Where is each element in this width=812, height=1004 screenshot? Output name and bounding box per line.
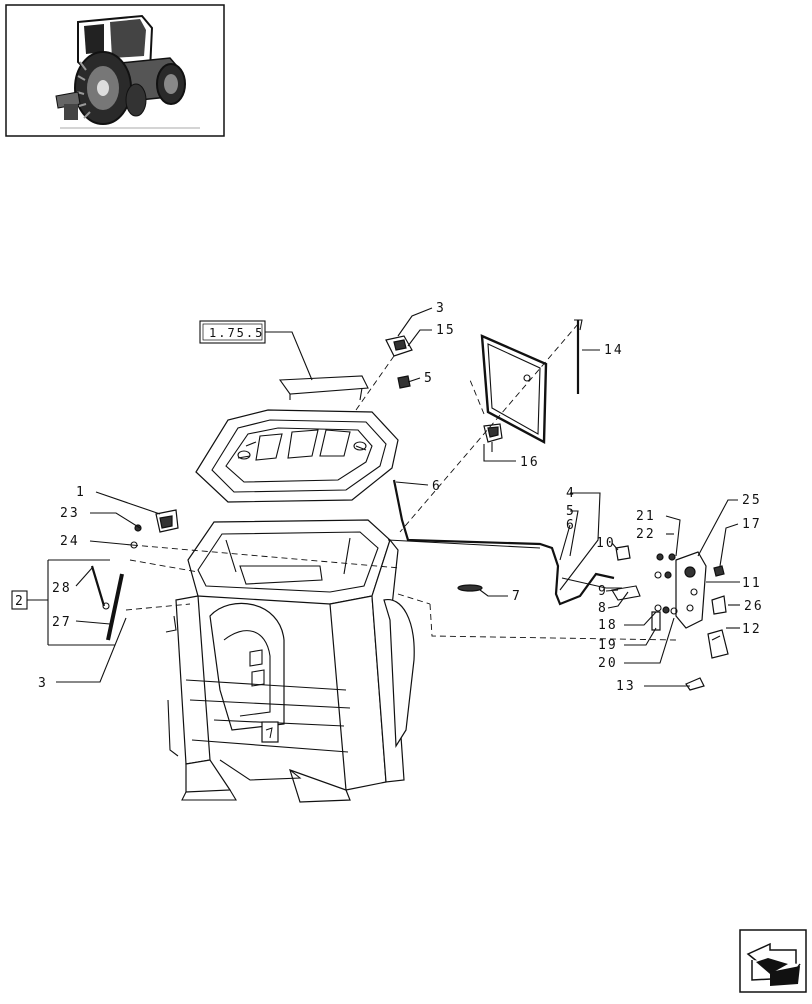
callout-16: 16 — [520, 455, 540, 470]
callout-11: 11 — [742, 576, 762, 591]
callout-14: 14 — [604, 343, 624, 358]
callout-28: 28 — [52, 581, 72, 596]
callout-20: 20 — [598, 656, 618, 671]
callout-3-lower: 3 — [38, 676, 48, 691]
roof-hatch — [278, 375, 369, 401]
next-page-arrow-icon[interactable] — [739, 929, 807, 993]
callout-3-upper: 3 — [436, 301, 446, 316]
callout-21: 21 — [636, 509, 656, 524]
reference-box[interactable]: 1.75.5 — [199, 320, 266, 344]
callout-9: 9 — [598, 584, 608, 599]
callout-13: 13 — [616, 679, 636, 694]
left-parts — [90, 509, 179, 641]
cab-roof — [195, 409, 399, 503]
callout-26: 26 — [744, 599, 764, 614]
top-bracket — [385, 335, 413, 357]
group-label: 2 — [15, 594, 25, 609]
cab-frame — [165, 519, 415, 803]
wiper-arm — [574, 319, 583, 394]
callout-4: 4 — [566, 486, 576, 501]
rear-window-glass — [480, 334, 548, 444]
callout-19: 19 — [598, 638, 618, 653]
group-bracket: 2 — [11, 559, 115, 646]
callout-10: 10 — [596, 536, 616, 551]
callout-labels: 1 23 24 28 27 3 3 15 5 16 14 6 4 5 6 7 1… — [38, 301, 764, 694]
callout-24: 24 — [60, 534, 80, 549]
callout-7: 7 — [512, 589, 522, 604]
callout-17: 17 — [742, 517, 762, 532]
callout-15: 15 — [436, 323, 456, 338]
callout-8: 8 — [598, 601, 608, 616]
fittings-small — [611, 545, 678, 631]
leader-lines — [56, 307, 740, 687]
callout-5-upper: 5 — [424, 371, 434, 386]
callout-18: 18 — [598, 618, 618, 633]
callout-1: 1 — [76, 485, 86, 500]
washer-motor — [483, 423, 503, 452]
callout-6-upper: 6 — [432, 479, 442, 494]
reference-box-label: 1.75.5 — [209, 326, 264, 340]
callout-5-mid: 5 — [566, 504, 576, 519]
callout-25: 25 — [742, 493, 762, 508]
callout-6-mid: 6 — [566, 518, 576, 533]
valve-block — [675, 551, 729, 691]
callout-27: 27 — [52, 615, 72, 630]
washer-hose — [387, 479, 622, 606]
callout-12: 12 — [742, 622, 762, 637]
nut-5 — [397, 375, 411, 389]
callout-22: 22 — [636, 527, 656, 542]
tractor-thumbnail-icon — [5, 4, 225, 137]
callout-23: 23 — [60, 506, 80, 521]
